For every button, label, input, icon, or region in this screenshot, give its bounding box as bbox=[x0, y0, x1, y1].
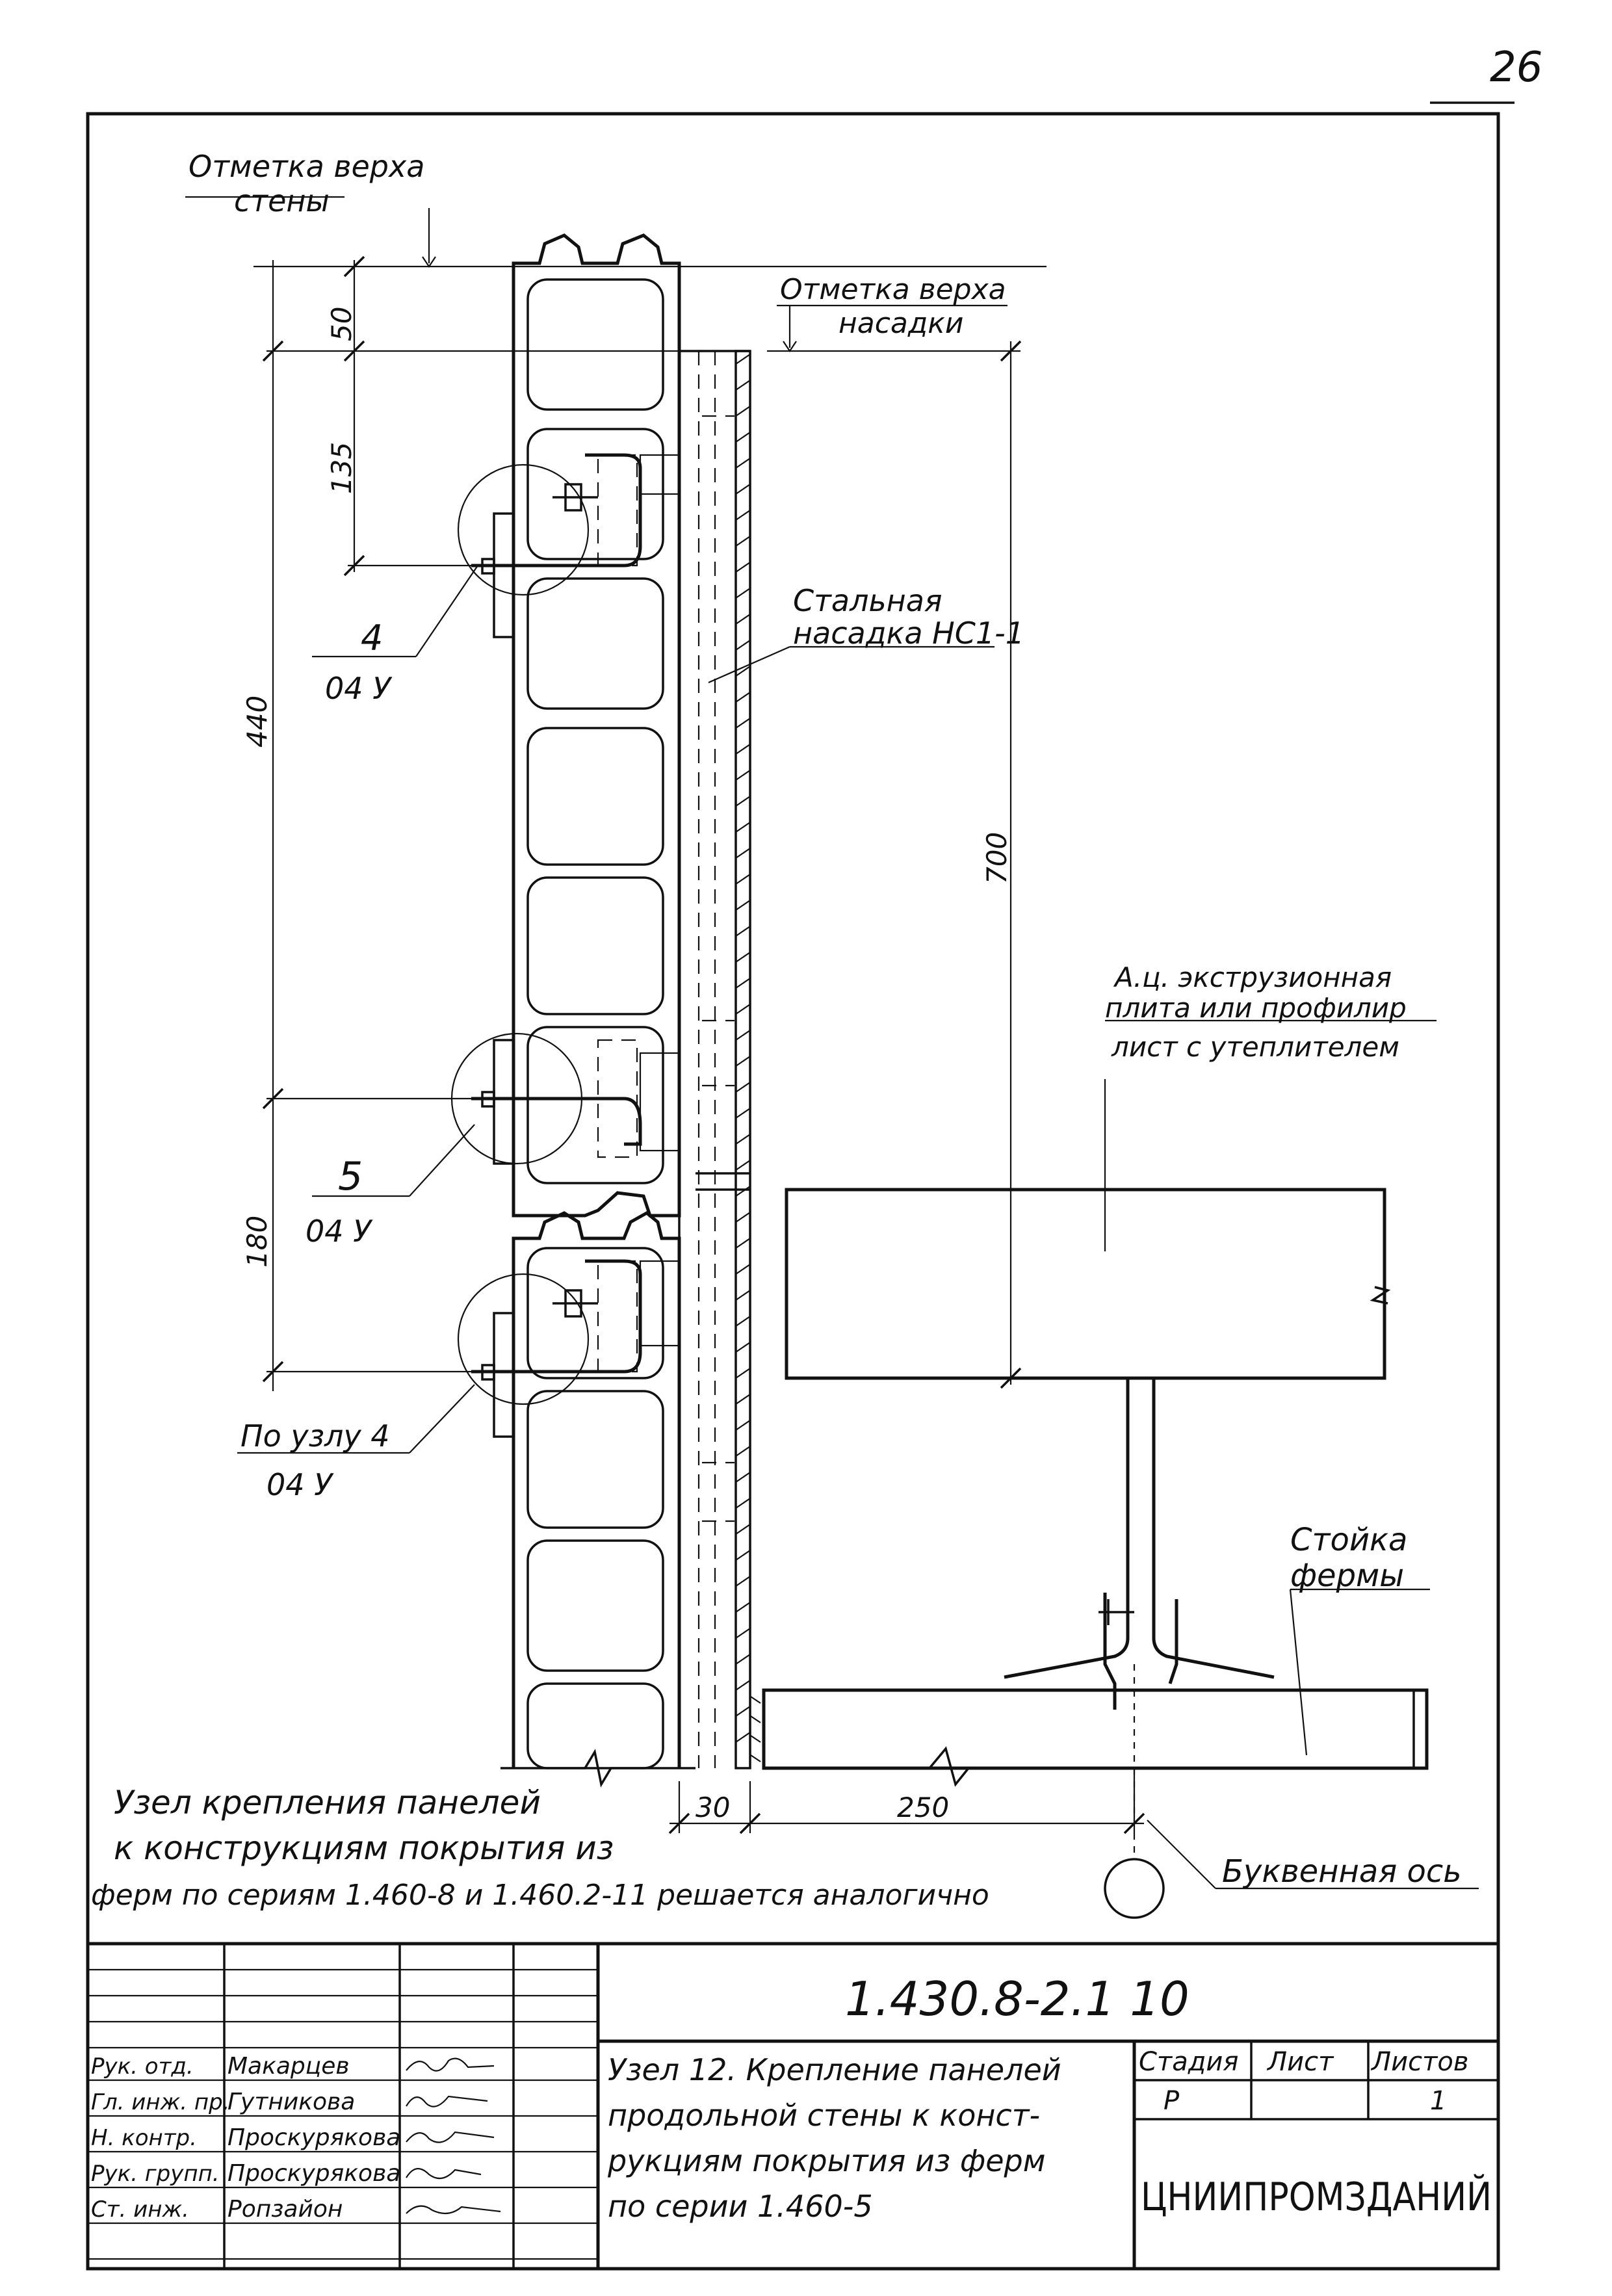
page-number: 26 bbox=[1490, 44, 1542, 92]
dimension-lines bbox=[254, 255, 1479, 1919]
sheets-value: 1 bbox=[1430, 2086, 1446, 2116]
role-5: Ст. инж. bbox=[91, 2197, 189, 2223]
sheet-frame bbox=[86, 112, 1500, 2271]
organization-name: ЦНИИПРОМЗДАНИЙ bbox=[1141, 2173, 1492, 2220]
node5-number: 5 bbox=[338, 1154, 363, 1199]
title-block bbox=[88, 1942, 1498, 2269]
stage-value: Р bbox=[1164, 2086, 1180, 2116]
drawing-code: 1.430.8-2.1 10 bbox=[845, 1972, 1190, 2026]
role-1: Рук. отд. bbox=[91, 2054, 194, 2080]
panel-cell bbox=[526, 876, 664, 1015]
wall-top-mark-line2: стены bbox=[234, 183, 330, 218]
node4-number: 4 bbox=[361, 618, 383, 659]
signatures bbox=[406, 2057, 501, 2215]
sheets-header: Листов bbox=[1370, 2047, 1468, 2077]
leaders bbox=[185, 196, 1436, 1756]
dim-440: 440 bbox=[241, 696, 273, 748]
role-3: Н. контр. bbox=[91, 2125, 197, 2151]
panel-cell bbox=[526, 1026, 664, 1184]
panel-cell bbox=[526, 727, 664, 866]
title-line1: Узел 12. Крепление панелей bbox=[608, 2052, 1061, 2087]
node4-sheet: 04 У bbox=[325, 671, 393, 706]
steel-cap-line2: насадка НС1-1 bbox=[793, 616, 1024, 651]
node4-reference: По узлу 4 bbox=[240, 1418, 390, 1454]
name-2: Гутникова bbox=[228, 2089, 355, 2115]
letter-axis-label: Буквенная ось bbox=[1222, 1853, 1462, 1890]
truss-post-line1: Стойка bbox=[1290, 1522, 1407, 1558]
anchor-node-lower bbox=[457, 1259, 681, 1438]
dim-30: 30 bbox=[696, 1792, 730, 1823]
steel-cap bbox=[678, 350, 751, 1769]
title-line4: по серии 1.460-5 bbox=[608, 2189, 873, 2224]
dim-700: 700 bbox=[981, 832, 1013, 884]
steel-cap-line1: Стальная bbox=[793, 583, 942, 618]
note-line3: ферм по сериям 1.460-8 и 1.460.2-11 реша… bbox=[91, 1879, 989, 1912]
stage-header: Стадия bbox=[1139, 2047, 1238, 2077]
wall-top-mark-line1: Отметка верха bbox=[188, 149, 424, 184]
dim-250: 250 bbox=[897, 1792, 949, 1823]
node-circle bbox=[457, 1273, 590, 1405]
truss-post bbox=[750, 1378, 1429, 1787]
note-line1: Узел крепления панелей bbox=[114, 1784, 541, 1821]
sheet-header: Лист bbox=[1266, 2047, 1334, 2077]
panel-cell bbox=[526, 577, 664, 710]
panel-cell bbox=[526, 1390, 664, 1529]
panel-line1: А.ц. экструзионная bbox=[1113, 961, 1392, 993]
truss-post-line2: фермы bbox=[1290, 1558, 1404, 1594]
roof-slab bbox=[785, 1188, 1391, 1380]
node5-sheet: 04 У bbox=[306, 1214, 373, 1249]
node-circle bbox=[457, 463, 590, 596]
note-line2: к конструкциям покрытия из bbox=[114, 1829, 614, 1867]
dim-180: 180 bbox=[241, 1216, 273, 1268]
dim-135: 135 bbox=[326, 442, 358, 494]
wall-panels bbox=[500, 233, 696, 1788]
name-1: Макарцев bbox=[228, 2053, 350, 2080]
role-4: Рук. групп. bbox=[91, 2161, 220, 2187]
dim-50: 50 bbox=[326, 307, 358, 341]
axis-bubble bbox=[1104, 1858, 1165, 1919]
cap-top-mark-line1: Отметка верха bbox=[780, 273, 1006, 306]
panel-line2: плита или профилир bbox=[1105, 992, 1407, 1024]
panel-cell bbox=[526, 1247, 664, 1379]
panel-cell bbox=[526, 278, 664, 411]
panel-line3: лист с утеплителем bbox=[1111, 1031, 1399, 1063]
role-2: Гл. инж. пр. bbox=[91, 2089, 229, 2115]
name-3: Проскурякова bbox=[228, 2124, 400, 2151]
title-line3: рукциям покрытия из ферм bbox=[607, 2143, 1045, 2178]
title-line2: продольной стены к конст- bbox=[608, 2098, 1040, 2133]
panel-cell bbox=[526, 1682, 664, 1769]
anchor-node-upper bbox=[457, 453, 681, 638]
name-5: Ропзайон bbox=[228, 2196, 343, 2223]
panel-cell bbox=[526, 1539, 664, 1672]
node4-reference-sheet: 04 У bbox=[266, 1467, 334, 1502]
cap-top-mark-line2: насадки bbox=[838, 307, 963, 340]
anchor-node-middle bbox=[450, 1032, 681, 1165]
name-4: Проскурякова bbox=[228, 2160, 400, 2187]
